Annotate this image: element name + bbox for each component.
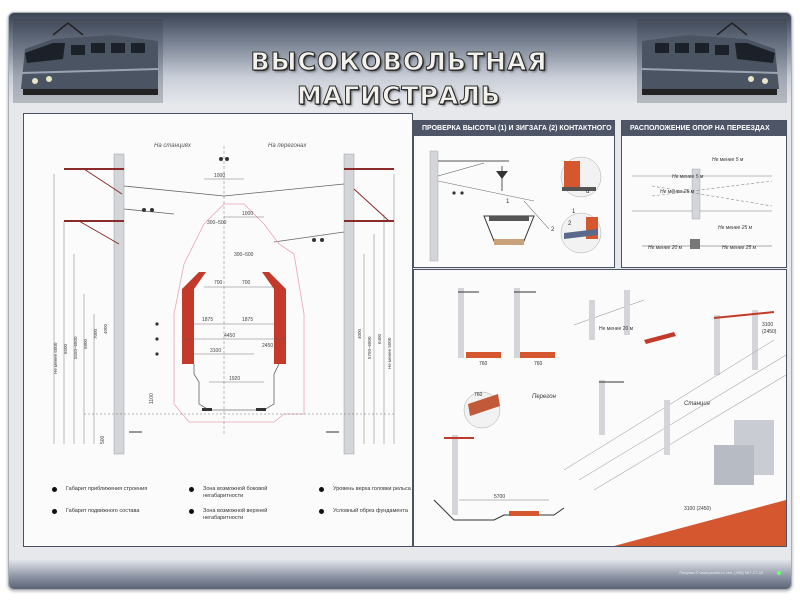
- poster-title: ВЫСОКОВОЛЬТНАЯ МАГИСТРАЛЬ: [250, 47, 548, 111]
- legend-label: Зона возможной боковой негабаритности: [203, 486, 268, 499]
- supports-title: РАСПОЛОЖЕНИЕ ОПОР НА ПЕРЕЕЗДАХ: [622, 121, 786, 136]
- scene-dim-2450: (2450): [762, 329, 777, 335]
- alpha-symbol: α: [586, 189, 590, 195]
- dim-700-a: 700: [214, 280, 223, 286]
- height-label-2: 2: [551, 227, 555, 233]
- legend-marker: [319, 487, 324, 492]
- dim-4450: 4450: [224, 333, 235, 339]
- scene-dim-760-b: 760: [534, 361, 543, 367]
- scene-dim-5700: 5700: [494, 494, 505, 500]
- legend-label: Габарит приближения строения: [66, 486, 148, 492]
- dim-300-500-b: 300–500: [234, 252, 254, 258]
- gauge-diagram: На станциях На перегонах: [53, 143, 395, 455]
- scene-dim-760-a: 760: [479, 361, 488, 367]
- legend-label: Уровень верха головки рельса: [333, 486, 411, 492]
- legend-label: Зона возможной верхней негабаритности: [203, 508, 268, 521]
- height-label-1b: 1: [572, 209, 576, 215]
- poster-board: ВЫСОКОВОЛЬТНАЯ МАГИСТРАЛЬ На станциях На…: [8, 12, 792, 590]
- dim-v-left-2: 6500: [63, 343, 68, 354]
- dim-500: 500: [100, 435, 106, 444]
- support-label-1: Не менее 5 м: [712, 157, 744, 163]
- locomotive-left-image: [13, 19, 163, 103]
- main-gauge-panel: На станциях На перегонах: [23, 113, 413, 547]
- height-label-2b: 2: [568, 221, 572, 227]
- dim-300-500-a: 300–500: [207, 220, 227, 226]
- dim-v-right-2: 5750–6800: [367, 336, 372, 359]
- dim-2450: 2450: [262, 343, 273, 349]
- dim-1000-a: 1000: [214, 173, 225, 179]
- label-hauls: На перегонах: [268, 143, 308, 149]
- support-label-4: Не менее 25 м: [718, 225, 753, 231]
- height-check-title: ПРОВЕРКА ВЫСОТЫ (1) И ЗИГЗАГА (2) КОНТАК…: [414, 121, 614, 136]
- locomotive-right-image: [637, 19, 787, 103]
- dim-3100: 3100: [210, 348, 221, 354]
- scene-dim-3100b: 3100 (2450): [684, 506, 711, 512]
- dim-v-left-6: 4000: [103, 323, 108, 334]
- height-label-1: 1: [506, 199, 510, 205]
- label-peregon: Перегон: [532, 394, 557, 400]
- scene-dim-min-20: Не менее 20 м: [599, 326, 634, 332]
- support-label-6: Не менее 25 м: [722, 245, 757, 251]
- poster-footer: Рисунки © www.poster.ru тел. (495) 967-2…: [9, 559, 791, 589]
- legend-marker: [189, 509, 194, 514]
- scene-panel: 760 760 Не менее 20 м 3100 (2450) 760 Пе…: [413, 269, 787, 547]
- scene-dim-760-c: 760: [474, 392, 483, 398]
- dim-v-right-4: Не менее 5000: [387, 337, 392, 369]
- legend-marker: [52, 509, 57, 514]
- dim-1875-a: 1875: [202, 317, 213, 323]
- dim-1875-b: 1875: [242, 317, 253, 323]
- label-stations: На станциях: [154, 143, 192, 149]
- dim-1100: 1100: [149, 393, 155, 404]
- legend-marker: [189, 487, 194, 492]
- legend-label: Условный обрез фундамента: [333, 508, 408, 514]
- dim-v-left-4: 5800: [83, 338, 88, 349]
- status-led-icon: [777, 571, 781, 575]
- height-check-diagram: 2 1 α 1 2: [429, 150, 602, 262]
- legend-label: Габарит подвижного состава: [66, 508, 140, 514]
- poster-header: ВЫСОКОВОЛЬТНАЯ МАГИСТРАЛЬ: [9, 13, 791, 111]
- scene-dim-3100: 3100: [762, 322, 773, 328]
- support-label-3: Не менее 25 м: [660, 189, 695, 195]
- legend: Габарит приближения строения Габарит под…: [24, 484, 414, 546]
- label-stanciya: Станция: [684, 401, 711, 407]
- height-check-panel: ПРОВЕРКА ВЫСОТЫ (1) И ЗИГЗАГА (2) КОНТАК…: [413, 120, 615, 268]
- dim-v-right-3: 6400: [377, 333, 382, 344]
- supports-panel: РАСПОЛОЖЕНИЕ ОПОР НА ПЕРЕЕЗДАХ Не менее …: [621, 120, 787, 268]
- scene-diagram: 760 760 Не менее 20 м 3100 (2450) 760 Пе…: [433, 288, 786, 546]
- dim-v-left-5: 7000: [93, 328, 98, 339]
- dim-v-right-1: 4000: [357, 328, 362, 339]
- legend-marker: [319, 509, 324, 514]
- support-label-5: Не менее 20 м: [648, 245, 683, 251]
- supports-diagram: Не менее 5 м Не менее 5 м Не менее 25 м …: [632, 157, 773, 251]
- footer-credits: Рисунки © www.poster.ru тел. (495) 967-2…: [679, 570, 763, 575]
- dim-v-left-3: 5550–6800: [73, 336, 78, 359]
- dim-1000-b: 1000: [242, 211, 253, 217]
- legend-marker: [52, 487, 57, 492]
- dim-v-left-1: Не менее 6000: [53, 342, 58, 374]
- dim-700-b: 700: [242, 280, 251, 286]
- dim-1920: 1920: [229, 376, 240, 382]
- support-label-2: Не менее 5 м: [672, 174, 704, 180]
